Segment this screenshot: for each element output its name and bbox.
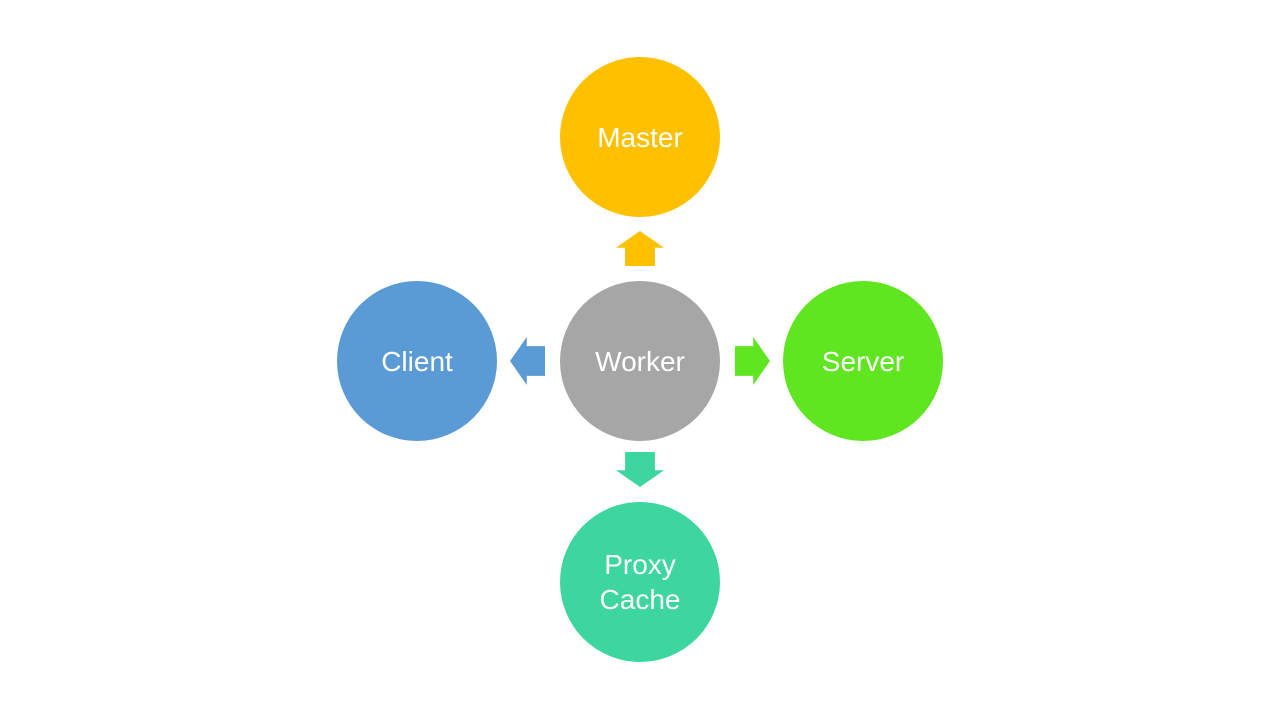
arrow-worker-to-proxy-cache — [616, 452, 664, 487]
node-worker: Worker — [560, 281, 720, 441]
node-server: Server — [783, 281, 943, 441]
arrow-worker-to-client — [510, 337, 545, 385]
node-master: Master — [560, 57, 720, 217]
node-server-label: Server — [821, 345, 905, 377]
arrow-worker-to-server — [735, 337, 770, 385]
node-proxy-cache-label: Proxy Cache — [599, 549, 681, 615]
node-master-label: Master — [597, 121, 683, 153]
arrow-worker-to-master — [616, 231, 664, 266]
node-client-label: Client — [381, 345, 453, 377]
node-proxy-cache: Proxy Cache — [560, 502, 720, 662]
node-worker-label: Worker — [595, 345, 685, 377]
node-client: Client — [337, 281, 497, 441]
